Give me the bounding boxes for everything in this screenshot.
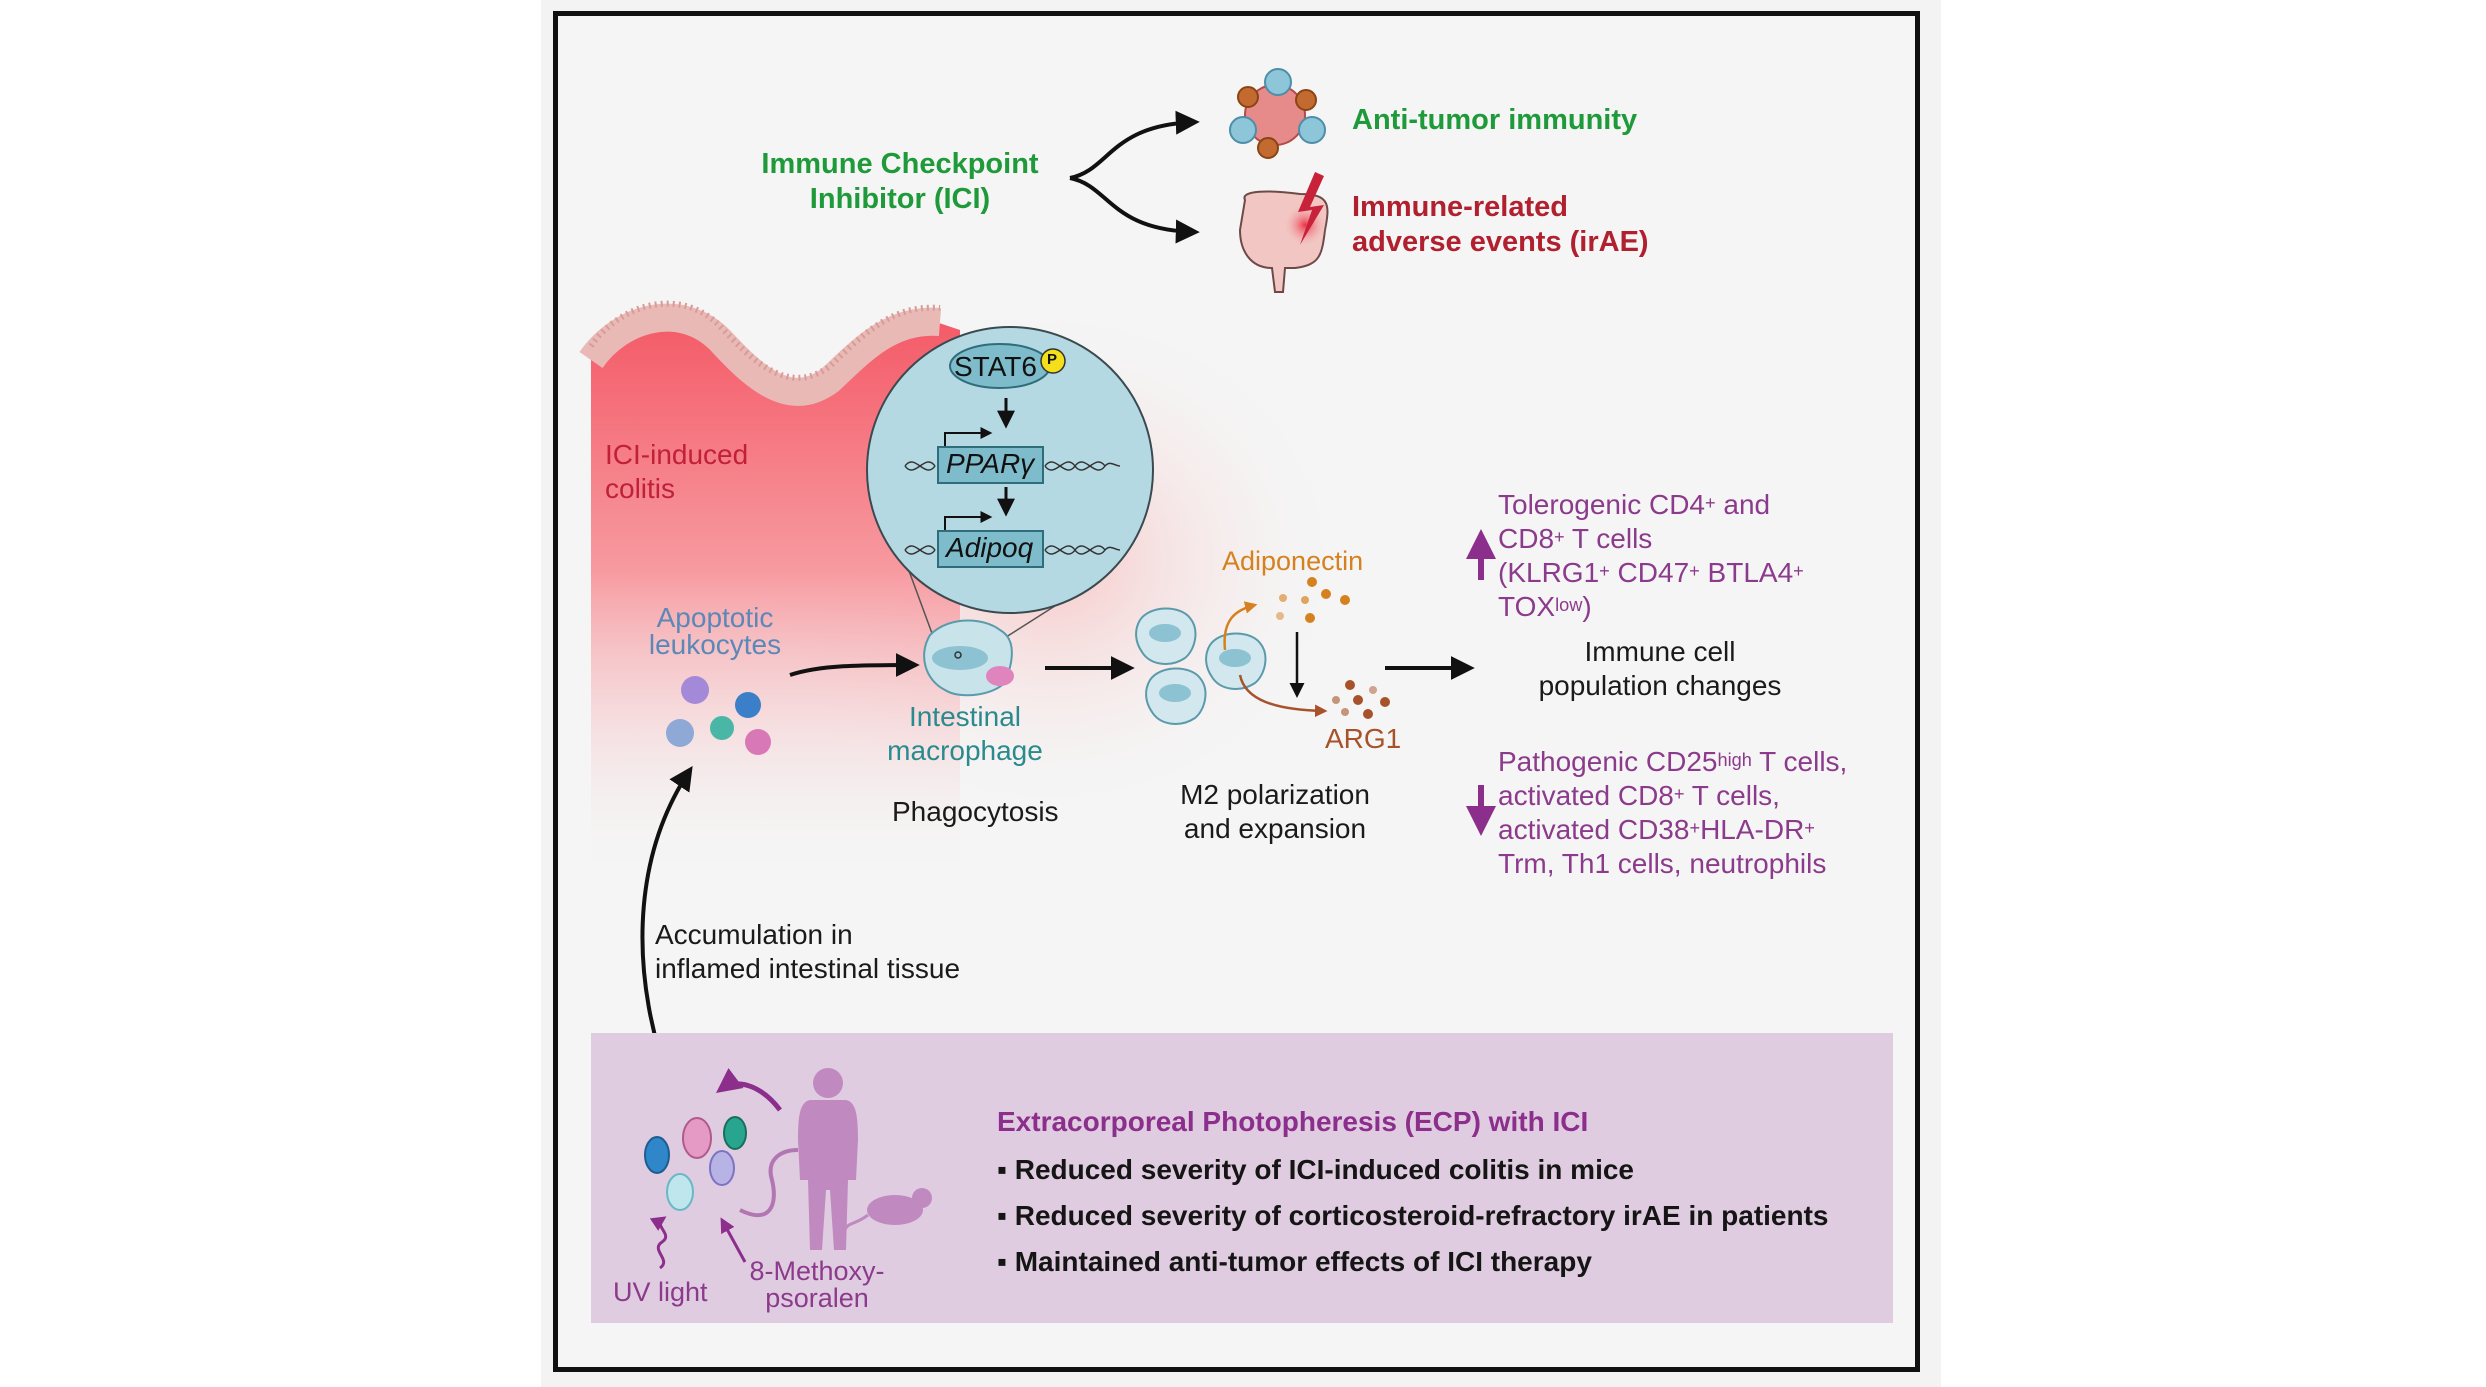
phagocytosis-label: Phagocytosis [892, 796, 1059, 827]
immune-change-label: Immune cell population changes [1520, 635, 1800, 702]
ici-title-line2: Inhibitor (ICI) [809, 182, 991, 215]
mouse-icon [843, 1188, 932, 1231]
arg1-arrow [1238, 674, 1328, 718]
arg1-dots [1332, 680, 1390, 719]
bullet-marker: ▪ [997, 1246, 1007, 1277]
adiponectin-arrow [1223, 601, 1258, 651]
anti-tumor-immunity-label: Anti-tumor immunity [1352, 104, 1638, 136]
m2-nuclei [1149, 624, 1251, 702]
promoter-arrow-icon [944, 511, 993, 532]
intestine-icon [1238, 172, 1329, 293]
phospho-label: P [1047, 351, 1058, 368]
ici-to-antitumor-arrow [1069, 110, 1200, 180]
decreased-populations-text: Pathogenic CD25high T cells, activated C… [1498, 745, 1847, 881]
uv-light-icon [649, 1216, 668, 1270]
irae-label-line1: Immune-related [1352, 191, 1568, 223]
ecp-blood-cells-icon [644, 1116, 747, 1211]
ici-to-irae-arrow [1069, 176, 1200, 244]
phospho-badge [1040, 348, 1066, 374]
bullet-marker: ▪ [997, 1154, 1007, 1185]
macrophage-label-line1: Intestinal [908, 701, 1022, 732]
promoter-arrow-icon [944, 427, 993, 448]
dna-helix-icon [904, 461, 1121, 555]
intestinal-macrophage-icon [923, 619, 1014, 697]
ppar-gene-box [937, 446, 1044, 484]
adiponectin-dots [1276, 577, 1350, 623]
apoptotic-to-macrophage-arrow [789, 653, 920, 678]
apoptotic-leukocytes-label: Apoptotic leukocytes [640, 602, 790, 660]
uv-light-label: UV light [613, 1277, 708, 1307]
decreased-line1: Pathogenic CD25high T cells, [1498, 746, 1848, 777]
increased-line4: TOXlow) [1498, 591, 1592, 622]
increased-line1: Tolerogenic CD4+ and [1498, 489, 1771, 520]
decreased-line4: Trm, Th1 cells, neutrophils [1498, 848, 1827, 879]
tumor-icon [1229, 68, 1326, 159]
ecp-bullet-text: Reduced severity of ICI-induced colitis … [1014, 1154, 1634, 1185]
ici-title-line1: Immune Checkpoint [761, 148, 1039, 180]
patient-silhouette-icon [798, 1068, 858, 1250]
macrophage-label-line2: macrophage [887, 734, 1043, 766]
decreased-line3: activated CD38+HLA-DR+ [1498, 814, 1815, 845]
ecp-blood-draw-line [739, 1148, 799, 1218]
adiponectin-label: Adiponectin [1222, 546, 1364, 576]
psoralen-line2: psoralen [765, 1283, 869, 1313]
irae-label: Immune-related adverse events (irAE) [1352, 190, 1649, 260]
accumulation-label: Accumulation in inflamed intestinal tiss… [655, 918, 960, 985]
ici-title: Immune Checkpoint Inhibitor (ICI) [755, 147, 1045, 217]
accumulation-label-line1: Accumulation in [655, 919, 853, 950]
apoptotic-label-line2: leukocytes [648, 629, 782, 660]
ecp-title: Extracorporeal Photopheresis (ECP) with … [997, 1106, 1589, 1137]
colitis-label-line1: ICI-induced [605, 439, 749, 470]
lightning-icon [1298, 172, 1324, 245]
colitis-label-line2: colitis [605, 472, 676, 504]
epithelium [579, 303, 942, 406]
accumulation-label-line2: inflamed intestinal tissue [655, 952, 961, 984]
m2-label-line1: M2 polarization [1180, 779, 1370, 810]
immune-change-line2: population changes [1538, 669, 1782, 701]
ecp-bullet-text: Reduced severity of corticosteroid-refra… [1014, 1200, 1829, 1231]
colitis-label: ICI-induced colitis [605, 438, 748, 505]
adipoq-gene-label: Adipoq [946, 532, 1034, 563]
epithelium-brush-border [588, 300, 941, 381]
increased-line3: (KLRG1+ CD47+ BTLA4+ [1498, 557, 1804, 588]
psoralen-label: 8-Methoxy- psoralen [742, 1258, 892, 1312]
ecp-bullet: ▪ Reduced severity of corticosteroid-ref… [997, 1199, 1829, 1233]
macrophage-label: Intestinal macrophage [875, 700, 1055, 767]
ppar-gene-label: PPARγ [946, 448, 1035, 479]
ecp-return-arrow [715, 1068, 782, 1112]
increased-populations-text: Tolerogenic CD4+ and CD8+ T cells (KLRG1… [1498, 488, 1804, 624]
increased-line2: CD8+ T cells [1498, 523, 1653, 554]
arg1-label: ARG1 [1325, 723, 1402, 754]
immune-change-line1: Immune cell [1584, 636, 1736, 667]
ecp-bullet: ▪ Maintained anti-tumor effects of ICI t… [997, 1245, 1592, 1279]
m2-label-line2: and expansion [1183, 812, 1367, 844]
apoptotic-label-line1: Apoptotic [656, 602, 774, 633]
bullet-marker: ▪ [997, 1200, 1007, 1231]
psoralen-arrow [720, 1217, 747, 1263]
psoralen-line1: 8-Methoxy- [749, 1256, 885, 1286]
apoptotic-leukocytes-icon [666, 676, 771, 755]
ecp-bullet-text: Maintained anti-tumor effects of ICI the… [1014, 1246, 1592, 1277]
adipoq-gene-box [937, 530, 1044, 568]
irae-label-line2: adverse events (irAE) [1352, 225, 1649, 258]
ecp-bullet: ▪ Reduced severity of ICI-induced coliti… [997, 1153, 1634, 1187]
decreased-line2: activated CD8+ T cells, [1498, 780, 1780, 811]
m2-polarization-label: M2 polarization and expansion [1165, 778, 1385, 845]
stat6-label: STAT6 [954, 351, 1037, 382]
